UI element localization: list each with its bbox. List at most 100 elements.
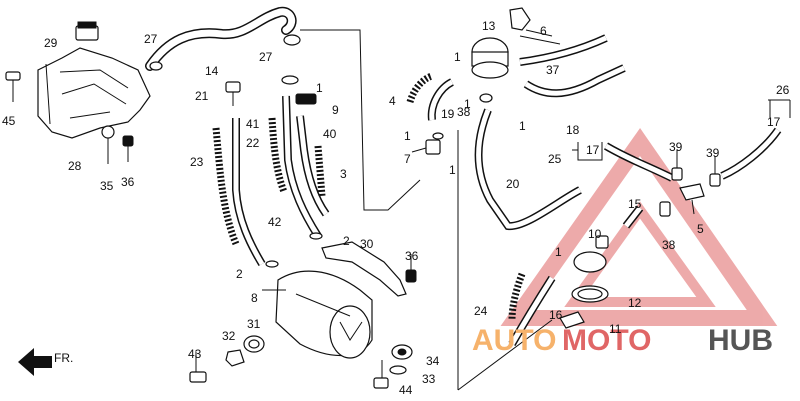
t-joint-7: [411, 139, 441, 155]
part-label-p7: 7: [404, 152, 411, 166]
part-label-p42: 42: [268, 215, 282, 229]
part-label-p20: 20: [506, 177, 520, 191]
part-label-p22: 22: [246, 136, 260, 150]
cover-pad: [75, 21, 99, 41]
part-label-p12: 12: [628, 296, 642, 310]
part-label-p35: 35: [100, 179, 114, 193]
leader-6: [519, 29, 561, 45]
bolt-45: [5, 71, 21, 102]
part-label-p40: 40: [323, 127, 337, 141]
part-label-p19: 19: [441, 107, 455, 121]
part-label-p1e: 1: [404, 129, 411, 143]
fitting-11: [559, 311, 585, 329]
part-label-p8: 8: [251, 291, 258, 305]
canister: [275, 270, 373, 359]
part-label-p1c: 1: [464, 97, 471, 111]
hose-16: [508, 275, 556, 346]
part-label-p17b: 17: [767, 115, 781, 129]
nut-32: [225, 349, 245, 367]
bolt-44: [373, 360, 389, 389]
hose-22-coil: [268, 117, 288, 194]
hose-20: [474, 108, 582, 231]
part-label-p10: 10: [588, 227, 602, 241]
hose-17: [603, 142, 674, 182]
part-label-p16: 16: [549, 308, 563, 322]
part-label-p4: 4: [389, 94, 396, 108]
part-label-p37: 37: [546, 63, 560, 77]
part-label-p39a: 39: [669, 140, 683, 154]
part-label-p36b: 36: [405, 249, 419, 263]
part-label-p27a: 27: [144, 32, 158, 46]
fitting-36b: [405, 254, 417, 283]
hose-26: [720, 127, 782, 180]
watermark-triangle: [500, 128, 778, 326]
part-label-p38a: 38: [457, 105, 471, 119]
cover-plate: [37, 47, 151, 139]
part-label-p23: 23: [190, 155, 204, 169]
hose-19: [427, 78, 455, 121]
part-label-p21: 21: [195, 89, 209, 103]
part-label-p1d: 1: [519, 119, 526, 133]
hose-3-coil: [314, 145, 326, 197]
part-label-p9: 9: [332, 103, 339, 117]
part-label-p6: 6: [540, 24, 547, 38]
joint-39a: [671, 150, 683, 181]
valve-body: [471, 37, 509, 79]
part-label-p28: 28: [68, 159, 82, 173]
front-direction-label: FR.: [54, 351, 73, 365]
grommet-35: [101, 125, 115, 164]
watermark-text: AUTO MOTO HUB: [472, 324, 773, 357]
connector-9: [295, 93, 317, 105]
collar-34: [391, 344, 413, 360]
part-label-p34: 34: [426, 354, 440, 368]
hose-23-coil: [212, 127, 240, 246]
part-label-p1g: 1: [555, 245, 562, 259]
part-label-p1f: 1: [449, 163, 456, 177]
hose-41: [232, 118, 266, 267]
hose-37: [519, 34, 608, 66]
part-label-p26: 26: [776, 83, 790, 97]
part-label-p1a: 1: [316, 81, 323, 95]
leader-left-lower: [457, 130, 553, 391]
valve-10: [573, 235, 609, 273]
part-label-p30: 30: [360, 237, 374, 251]
fitting-38b: [659, 201, 671, 217]
hose-42: [282, 95, 322, 239]
part-label-p32: 32: [222, 329, 236, 343]
part-label-p36a: 36: [121, 175, 135, 189]
watermark-word-moto: MOTO: [562, 324, 651, 357]
part-label-p27b: 27: [259, 50, 273, 64]
part-label-p29: 29: [44, 36, 58, 50]
part-label-p41: 41: [246, 117, 260, 131]
part-label-p44: 44: [399, 383, 413, 397]
ring-12: [571, 285, 609, 303]
washer-33: [389, 365, 407, 375]
part-label-p2b: 2: [236, 267, 243, 281]
grommet-31: [243, 335, 265, 353]
bracket-30: [321, 241, 407, 297]
part-label-p38b: 38: [662, 238, 676, 252]
part-label-p43: 43: [188, 347, 202, 361]
part-label-p17a: 17: [586, 143, 600, 157]
hose-40: [296, 115, 330, 217]
joint-5: [679, 183, 705, 215]
part-label-p33: 33: [422, 372, 436, 386]
part-label-p14: 14: [205, 64, 219, 78]
front-direction-arrow: FR.: [18, 348, 73, 376]
watermark-word-hub: HUB: [708, 324, 773, 357]
part-label-p39b: 39: [706, 146, 720, 160]
part-label-p13: 13: [482, 19, 496, 33]
leader-26: [768, 99, 791, 118]
clip-1a: [281, 75, 299, 85]
watermark-word-auto: AUTO: [472, 324, 556, 357]
hose-4: [406, 72, 434, 104]
part-label-p24: 24: [474, 304, 488, 318]
clip-set: [265, 93, 493, 268]
valve-13: [509, 7, 531, 31]
part-number-labels: 1111111223456789101112131415161717181920…: [2, 19, 790, 397]
part-label-p45: 45: [2, 114, 16, 128]
grommet-36: [122, 135, 134, 162]
part-label-p18: 18: [566, 123, 580, 137]
clamp-27a: [149, 61, 163, 71]
